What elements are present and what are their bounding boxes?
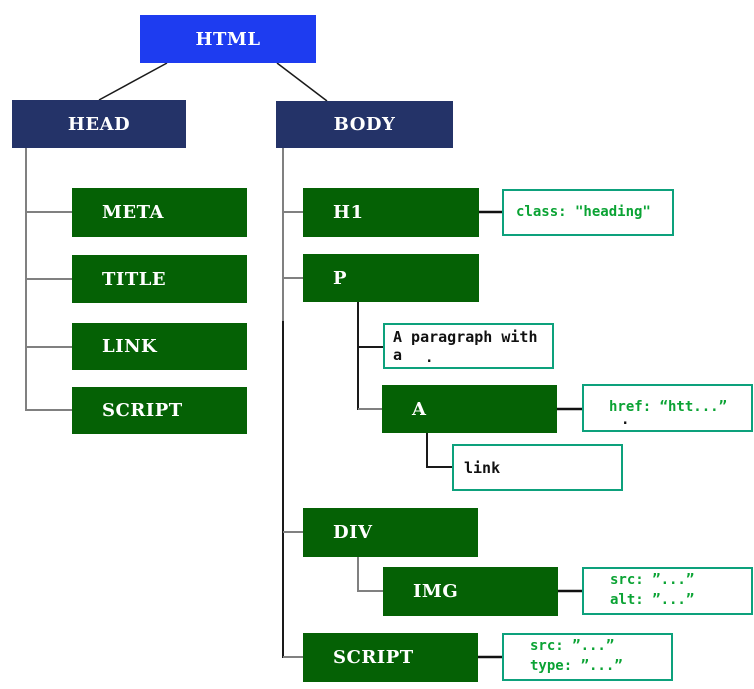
textnode-link: link bbox=[452, 444, 623, 491]
textnode-paragraph: A paragraph with a . bbox=[383, 323, 554, 369]
node-p: P bbox=[303, 254, 479, 302]
node-link: LINK bbox=[72, 323, 247, 370]
node-h1: H1 bbox=[303, 188, 479, 237]
node-a-label: A bbox=[412, 398, 427, 420]
node-img-label: IMG bbox=[413, 581, 459, 602]
node-link-label: LINK bbox=[102, 336, 158, 357]
annotation-h1-class: class: "heading" bbox=[502, 189, 674, 236]
node-p-label: P bbox=[333, 267, 348, 289]
node-head-script-label: SCRIPT bbox=[102, 400, 183, 421]
textnode-paragraph-text: A paragraph with a bbox=[393, 328, 538, 364]
annotation-img-attrs: src: ”...” alt: ”...” bbox=[582, 567, 753, 615]
textnode-link-text: link bbox=[464, 458, 501, 477]
node-html: HTML bbox=[140, 15, 316, 63]
edge-html-head bbox=[98, 62, 168, 101]
node-html-label: HTML bbox=[195, 28, 261, 50]
node-body-label: BODY bbox=[333, 114, 396, 135]
annotation-h1-class-text: class: "heading" bbox=[516, 203, 651, 220]
annotation-script-type-text: type: ”...” bbox=[530, 658, 623, 674]
node-title-label: TITLE bbox=[102, 268, 167, 290]
node-body-script: SCRIPT bbox=[303, 633, 478, 682]
annotation-a-href-text: href: “htt...” bbox=[609, 399, 728, 416]
annotation-script-attrs: src: ”...” type: ”...” bbox=[502, 633, 673, 681]
annotation-a-href: href: “htt...” . bbox=[582, 384, 753, 432]
node-div-label: DIV bbox=[333, 522, 373, 543]
node-head-label: HEAD bbox=[67, 113, 131, 135]
node-img: IMG bbox=[383, 567, 558, 616]
node-meta-label: META bbox=[102, 202, 165, 223]
node-body: BODY bbox=[276, 101, 453, 148]
annotation-img-src-text: src: ”...” bbox=[610, 572, 695, 589]
node-a: A bbox=[382, 385, 557, 433]
annotation-a-href-wrap-dot: . bbox=[621, 412, 630, 428]
annotation-img-alt-text: alt: ”...” bbox=[610, 592, 695, 608]
node-meta: META bbox=[72, 188, 247, 237]
annotation-script-src-text: src: ”...” bbox=[530, 638, 615, 655]
node-div: DIV bbox=[303, 508, 478, 557]
node-body-script-label: SCRIPT bbox=[333, 647, 414, 668]
node-title: TITLE bbox=[72, 255, 247, 303]
node-head-script: SCRIPT bbox=[72, 387, 247, 434]
textnode-paragraph-wrap-dot: . bbox=[425, 350, 434, 366]
node-head: HEAD bbox=[12, 100, 186, 148]
edge-html-body bbox=[276, 62, 328, 102]
node-h1-label: H1 bbox=[333, 202, 364, 223]
